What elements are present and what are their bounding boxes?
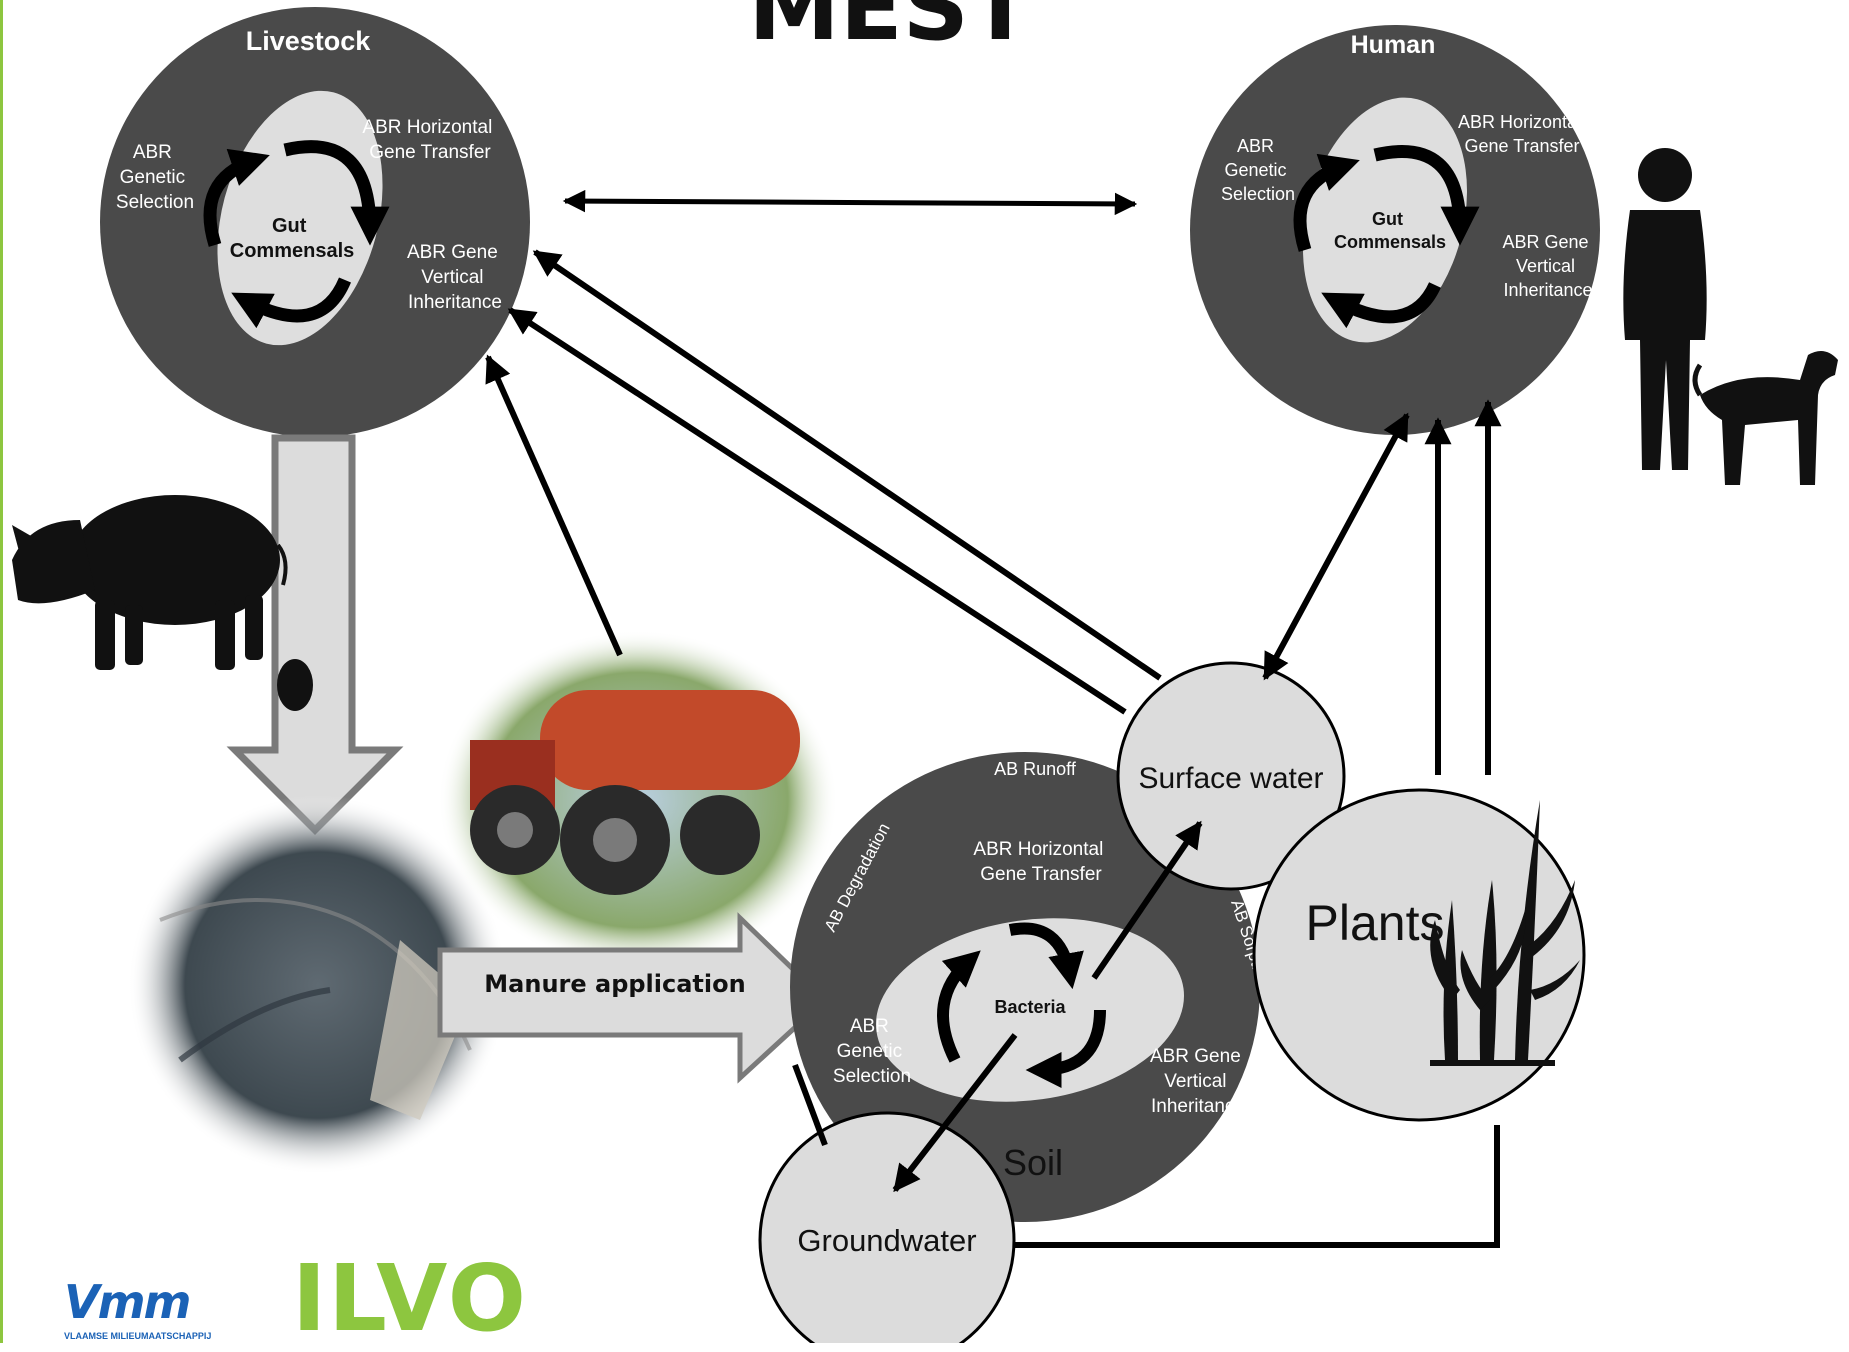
human-vertical-inheritance-label: ABR Gene Vertical Inheritance <box>1502 232 1593 300</box>
human-circle: Human Gut Commensals ABR Genetic Selecti… <box>1190 25 1600 435</box>
person-icon <box>1623 148 1707 470</box>
vmm-logo: Vmm VLAAMSE MILIEUMAATSCHAPPIJ <box>60 1275 240 1341</box>
soil-vertical-inheritance-label: ABR Gene Vertical Inheritance <box>1150 1046 1246 1117</box>
livestock-genetic-selection-label: ABR Genetic Selection <box>116 142 194 213</box>
manure-application-label: Manure application <box>484 970 745 998</box>
flow-arrows <box>485 249 1502 1248</box>
surface-water-node: Surface water <box>1116 661 1346 891</box>
pig-icon <box>12 495 288 670</box>
livestock-human-arrow <box>562 189 1138 216</box>
human-genetic-selection-label: ABR Genetic Selection <box>1221 136 1295 204</box>
arrow-surface-water-to-livestock-1 <box>532 249 1162 681</box>
page-title: MEST <box>748 0 1032 61</box>
human-title: Human <box>1351 31 1436 59</box>
groundwater-node: Groundwater <box>758 1111 1016 1343</box>
human-cycle-arrows <box>1293 145 1480 329</box>
vmm-logo-wordmark: Vmm <box>64 1275 191 1329</box>
line-groundwater-to-plants <box>1015 1125 1500 1248</box>
soil-center-label: Bacteria <box>994 997 1066 1017</box>
soil-genetic-selection-label: ABR Genetic Selection <box>833 1016 911 1087</box>
livestock-center-label: Gut Commensals <box>230 215 355 262</box>
vmm-logo-subtitle: VLAAMSE MILIEUMAATSCHAPPIJ <box>64 1331 212 1341</box>
livestock-cycle-arrows <box>203 140 390 329</box>
arrow-soil-to-groundwater <box>892 1033 1018 1193</box>
left-accent-rule <box>0 0 3 1343</box>
dog-icon <box>1692 351 1838 485</box>
manure-application-arrow <box>437 912 829 1084</box>
groundwater-label: Groundwater <box>797 1223 976 1258</box>
plant-icon <box>1430 800 1580 1066</box>
dropping-icon <box>277 659 313 711</box>
arrow-surface-water-human <box>1262 412 1410 681</box>
arrow-tractor-to-livestock <box>485 354 623 657</box>
plants-label: Plants <box>1306 895 1445 951</box>
soil-horizontal-transfer-label: ABR Horizontal Gene Transfer <box>973 839 1108 885</box>
soil-title: Soil <box>1003 1142 1063 1183</box>
livestock-horizontal-transfer-label: ABR Horizontal Gene Transfer <box>362 117 497 163</box>
soil-cycle-arrows <box>937 922 1106 1088</box>
livestock-title: Livestock <box>246 26 372 56</box>
logo-strip: Vmm VLAAMSE MILIEUMAATSCHAPPIJ ILVO <box>60 1245 540 1352</box>
arrow-soil-to-surface-water <box>1091 820 1203 980</box>
human-center-label: Gut Commensals <box>1334 209 1446 252</box>
plants-node: Plants <box>1252 788 1586 1122</box>
line-soil-groundwater-edge <box>792 1063 828 1147</box>
livestock-to-manure-arrow <box>226 434 404 835</box>
livestock-vertical-inheritance-label: ABR Gene Vertical Inheritance <box>407 242 503 313</box>
arrow-surface-water-to-livestock-2 <box>507 307 1127 715</box>
ilvo-logo: ILVO <box>292 1245 528 1352</box>
soil-runoff-label: AB Runoff <box>994 759 1077 779</box>
tractor-photo <box>438 630 838 970</box>
surface-water-label: Surface water <box>1138 762 1323 795</box>
human-horizontal-transfer-label: ABR Horizontal Gene Transfer <box>1458 112 1586 156</box>
livestock-circle: Livestock Gut Commensals ABR Genetic Sel… <box>100 7 530 437</box>
